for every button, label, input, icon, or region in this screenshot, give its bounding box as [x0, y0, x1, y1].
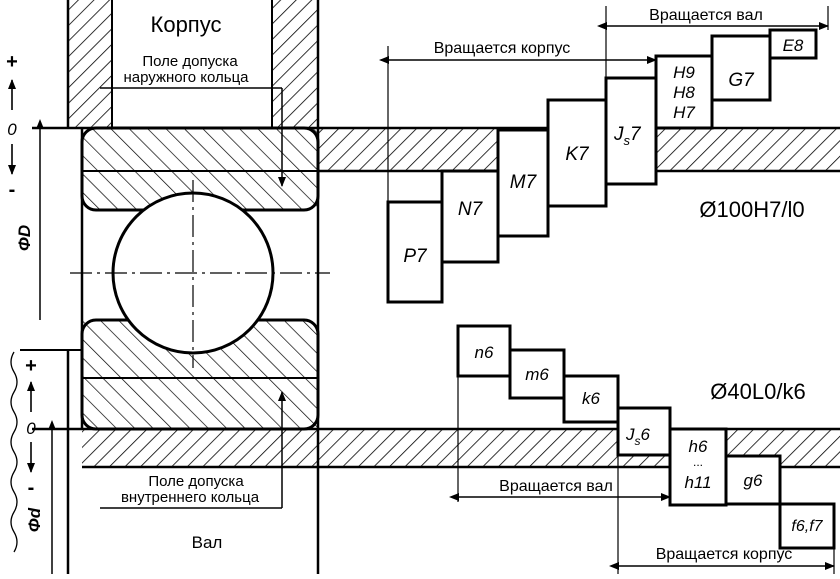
field-H9-label: H9: [673, 63, 695, 82]
housing-label: Корпус: [151, 12, 222, 37]
field-n6-label: n6: [475, 343, 494, 362]
bearing: [70, 126, 330, 431]
shaft-rotation-ranges: Вращается вал Вращается корпус: [449, 376, 835, 574]
rotates-shaft-top-label: Вращается вал: [649, 7, 763, 24]
shaft-fit-fields: n6 m6 k6 Js6 h6 ... h11 g6 f6,f7 Ø40L0/k…: [456, 324, 836, 550]
phi-d-label: Φd: [25, 507, 44, 532]
plus-sign-bottom: +: [25, 355, 37, 377]
inner-ring-tolerance-label-2: внутреннего кольца: [121, 489, 260, 506]
field-h-dots-label: ...: [693, 455, 703, 469]
shaft-body: Поле допуска внутреннего кольца Вал: [20, 349, 320, 574]
field-K7: [546, 98, 608, 208]
field-Js7-label: Js7: [613, 124, 642, 148]
field-k6: [562, 374, 620, 424]
field-E8-label: E8: [783, 36, 804, 55]
outer-ring-tolerance-label-1: Поле допуска: [142, 53, 238, 70]
field-f6f7: [778, 502, 836, 550]
field-K7-label: K7: [565, 144, 590, 165]
field-Js6-label: Js6: [625, 425, 651, 448]
minus-sign-top: -: [9, 179, 16, 201]
field-k6-label: k6: [582, 389, 601, 408]
housing-fit-designation: Ø100H7/l0: [699, 197, 804, 222]
field-P7-label: P7: [403, 246, 428, 267]
field-f6f7-label: f6,f7: [791, 518, 823, 535]
field-H: [654, 54, 714, 130]
outer-ring-tolerance-band: [318, 128, 840, 173]
housing-fit-fields: P7 N7 M7 K7 Js7 H9 H8 H7 G7 E8 Ø100H7/l0: [386, 28, 818, 304]
zero-sign-top: 0: [7, 120, 17, 139]
phi-D-label: ΦD: [15, 225, 34, 251]
field-m6: [508, 348, 566, 400]
outer-dimension-indicator: + 0 - ΦD: [6, 51, 44, 320]
field-Js7: [604, 76, 658, 186]
field-h: [668, 427, 728, 507]
zero-sign-bottom: 0: [26, 419, 36, 438]
housing-body: Корпус Поле допуска наружного кольца: [66, 0, 320, 187]
field-E8: [768, 28, 818, 60]
field-M7-label: M7: [510, 172, 538, 193]
field-m6-label: m6: [525, 365, 549, 384]
shaft-label: Вал: [192, 533, 223, 552]
field-G7-label: G7: [728, 70, 755, 91]
field-N7-label: N7: [458, 199, 484, 220]
rotates-housing-top-label: Вращается корпус: [434, 40, 571, 57]
housing-rotation-ranges: Вращается вал Вращается корпус: [379, 6, 829, 202]
minus-sign-bottom: -: [28, 477, 35, 499]
field-g6: [724, 454, 782, 506]
field-G7: [710, 34, 772, 102]
field-g6-label: g6: [744, 471, 763, 490]
field-h6-label: h6: [689, 437, 708, 456]
field-h11-label: h11: [684, 473, 711, 492]
rotates-housing-bottom-label: Вращается корпус: [656, 546, 793, 563]
outer-ring-tolerance-label-2: наружного кольца: [123, 69, 249, 86]
field-N7: [440, 169, 500, 264]
inner-dimension-indicator: + 0 - Φd: [10, 351, 56, 574]
field-H8-label: H8: [673, 83, 695, 102]
plus-sign-top: +: [6, 51, 18, 73]
field-P7: [386, 200, 444, 304]
field-H7-label: H7: [673, 103, 695, 122]
rotates-shaft-bottom-label: Вращается вал: [499, 478, 613, 495]
inner-ring-tolerance-label-1: Поле допуска: [148, 473, 244, 490]
inner-ring-tolerance-band: [318, 429, 840, 469]
shaft-fit-designation: Ø40L0/k6: [710, 379, 805, 404]
